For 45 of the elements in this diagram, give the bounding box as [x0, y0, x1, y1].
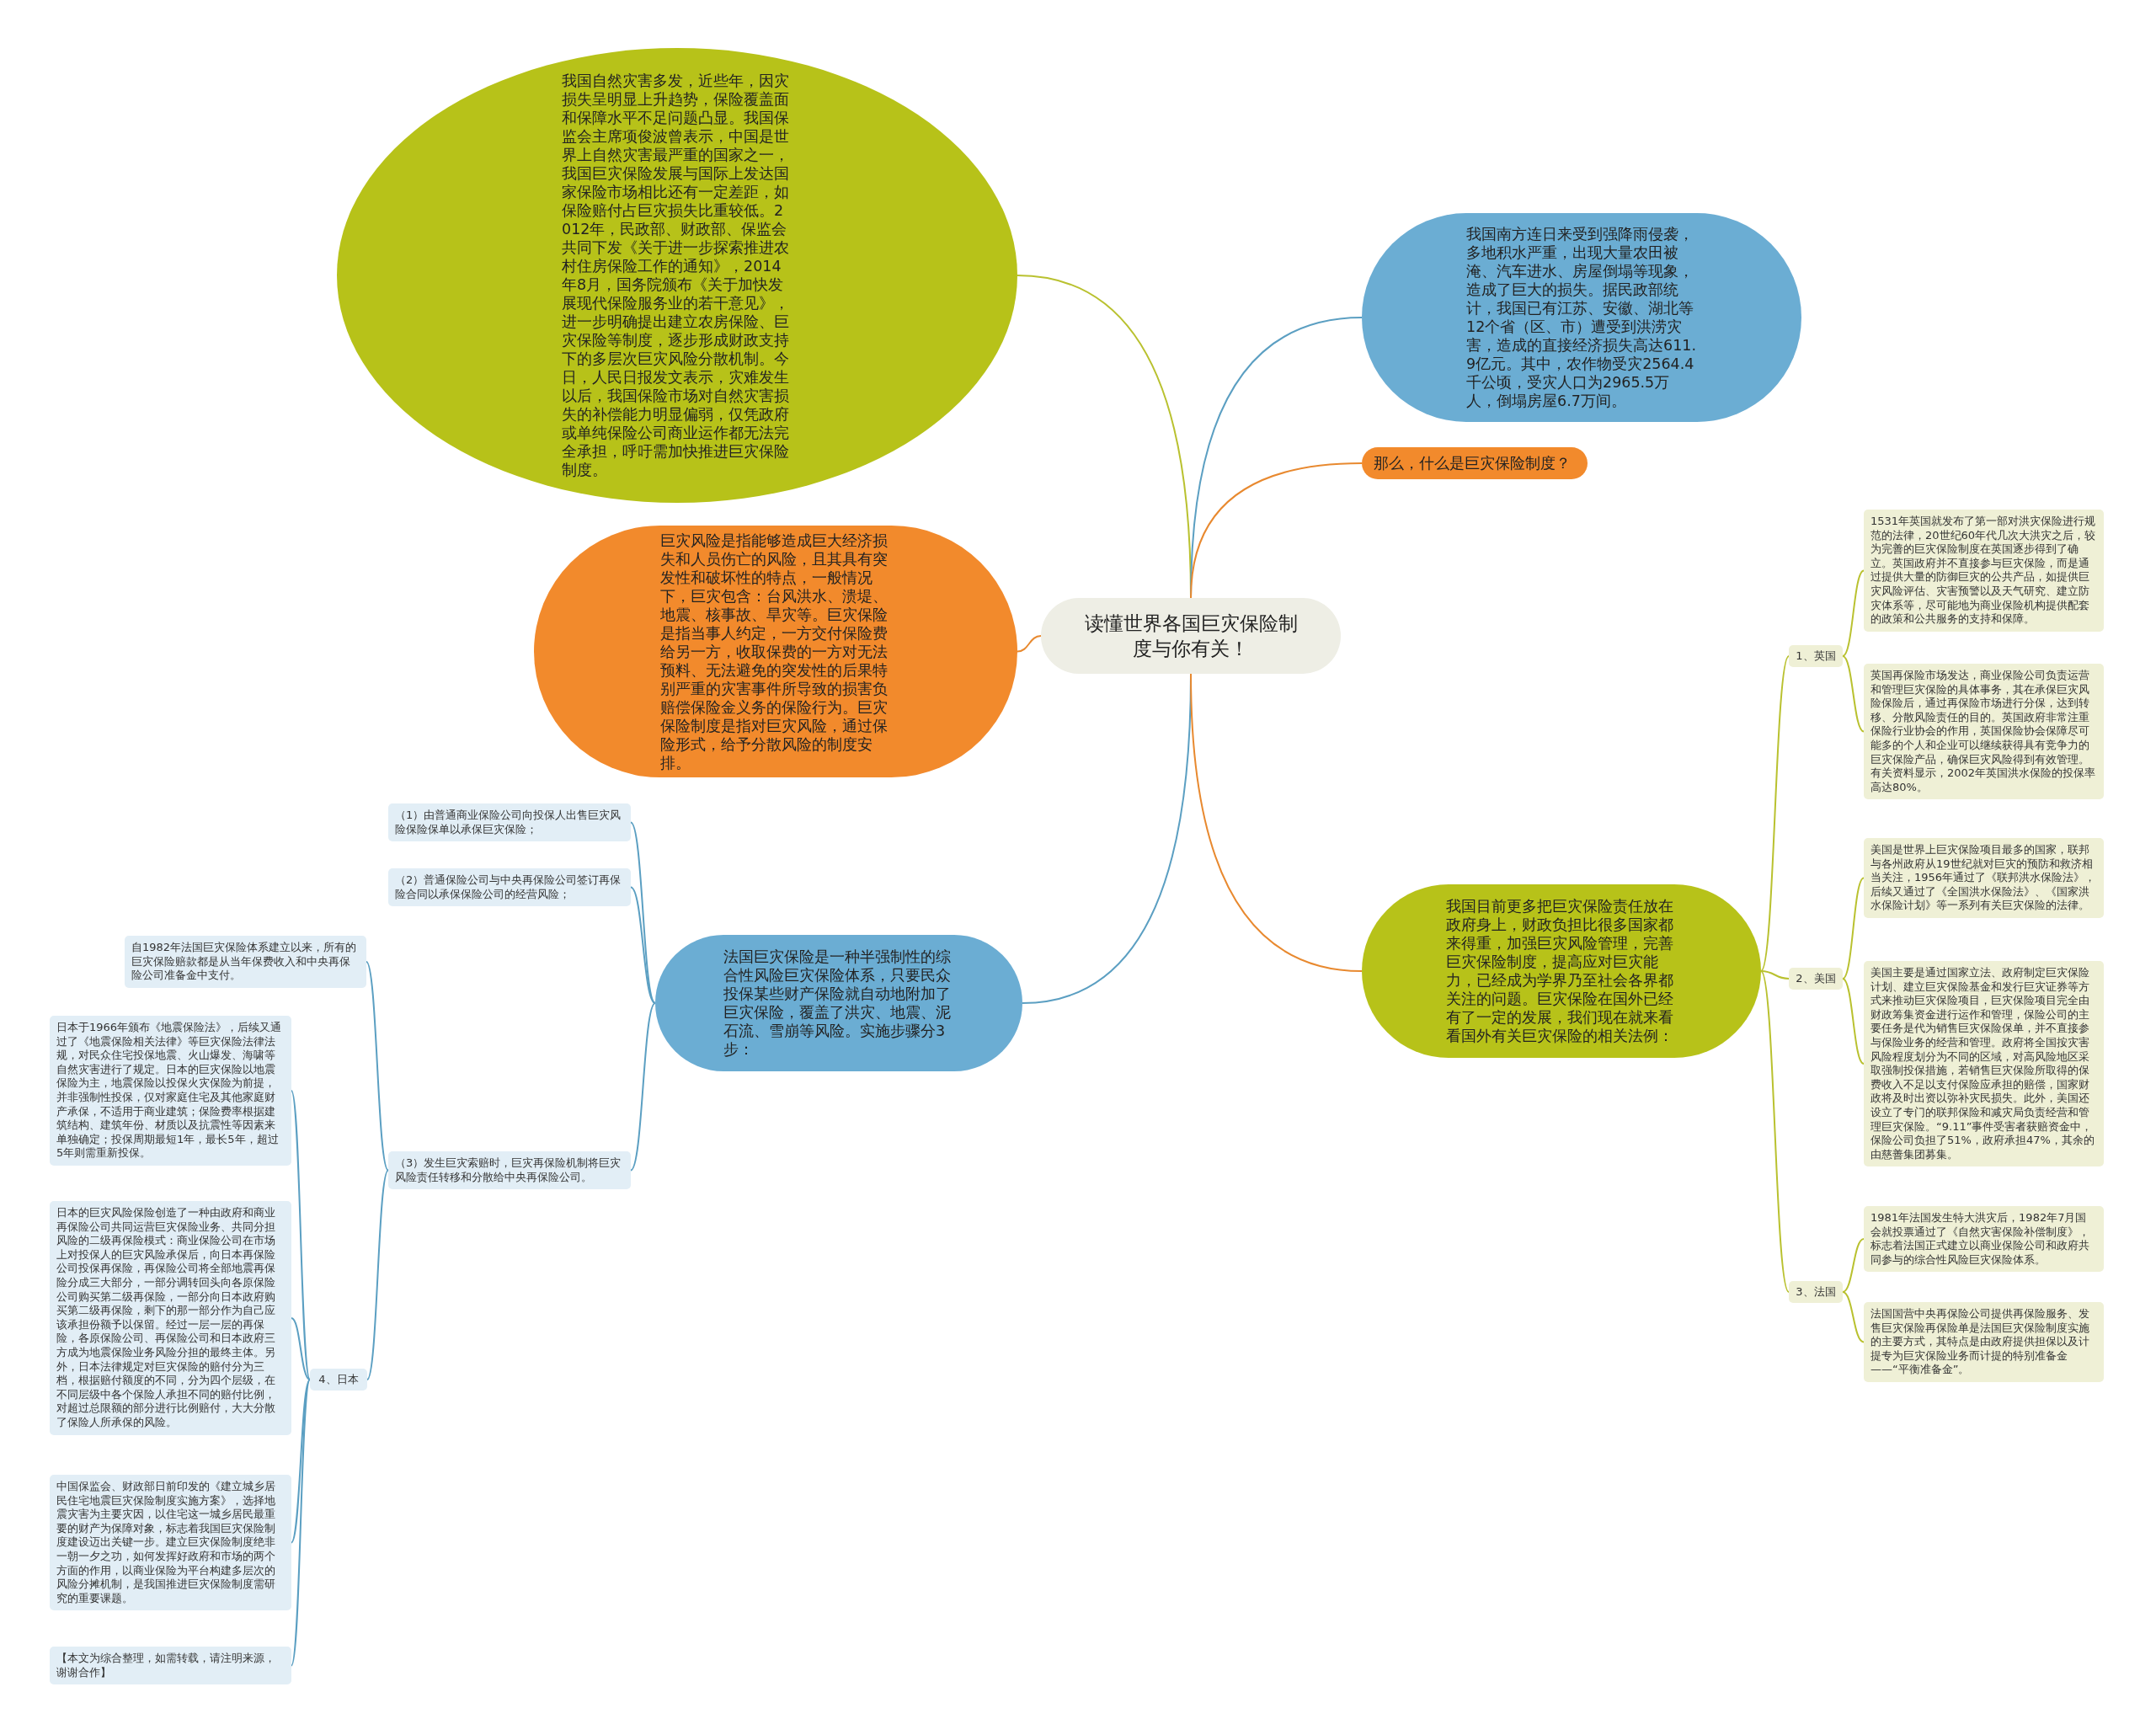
note-box: 1981年法国发生特大洪灾后，1982年7月国会就投票通过了《自然灾害保险补偿制度》，标志着法国正式建立以商业保险公司和政府共同参与的综合性风险巨灾保险体系。: [1864, 1206, 2104, 1273]
topic-bubble: 我国南方连日来受到强降雨侵袭，多地积水严重，出现大量农田被淹、汽车进水、房屋倒塌等现象，造成了巨大的损失。据民政部统计，我国已有江苏、安徽、湖北等12个省（区、市）遭受到洪涝灾害，造成的直接经济损失高达611.9亿元。其中，农作物受灾2564.4千公顷，受灾人口为2965.5万人，倒塌房屋6.7万间。: [1362, 213, 1801, 422]
note-box: 自1982年法国巨灾保险体系建立以来，所有的巨灾保险赔款都是从当年保费收入和中央再保险公司准备金中支付。: [125, 936, 366, 988]
note-box: 法国国营中央再保险公司提供再保险服务、发售巨灾保险再保险单是法国巨灾保险制度实施的主要方式，其特点是由政府提供担保以及计提专为巨灾保险业务而计提的特别准备金——“平衡准备金”。: [1864, 1302, 2104, 1382]
branch-label: 1、英国: [1789, 645, 1843, 667]
connector-line: [630, 886, 656, 1004]
note-box: （3）发生巨灾索赔时，巨灾再保险机制将巨灾风险责任转移和分散给中央再保险公司。: [388, 1151, 631, 1190]
connector-line: [1842, 1291, 1865, 1343]
connector-line: [366, 1169, 389, 1380]
question-bubble: 那么，什么是巨灾保险制度？: [1362, 447, 1588, 479]
connector-line: [1842, 569, 1865, 657]
connector-line: [1842, 978, 1865, 1065]
connector-line: [291, 1090, 311, 1380]
connector-line: [1842, 1238, 1865, 1293]
connector-line: [1842, 877, 1865, 980]
branch-label: 2、美国: [1789, 968, 1843, 990]
connector-line: [1760, 970, 1790, 980]
note-box: 1531年英国就发布了第一部对洪灾保险进行规范的法律，20世纪60年代几次大洪灾之后，较为完善的巨灾保险制度在英国逐步得到了确立。英国政府并不直接参与巨灾保险，而是通过提供大量的防御巨灾的公共产品，如提供巨灾风险评估、灾害预警以及天气研究、建立防灾体系等，尽可能地为商业保险机构提供配套的政策和公共服务的支持和保障。: [1864, 510, 2104, 632]
connector-line: [291, 1379, 311, 1667]
connector-line: [1190, 673, 1363, 972]
connector-line: [291, 1317, 311, 1380]
topic-bubble: 巨灾风险是指能够造成巨大经济损失和人员伤亡的风险，且其具有突发性和破坏性的特点，一般情况下，巨灾包含：台风洪水、溃堤、地震、核事故、旱灾等。巨灾保险是指当事人约定，一方交付保险费给另一方，收取保费的一方对无法预料、无法避免的突发性的后果特别严重的灾害事件所导致的损害负赔偿保险金义务的保险行为。巨灾保险制度是指对巨灾风险，通过保险形式，给予分散风险的制度安排。: [534, 526, 1017, 777]
note-box: 美国是世界上巨灾保险项目最多的国家，联邦与各州政府从19世纪就对巨灾的预防和救济相当关注，1956年通过了《联邦洪水保险法》，后续又通过了《全国洪水保险法》、《国家洪水保险计划》等一系列有关巨灾保险的法律。: [1864, 838, 2104, 918]
connector-line: [291, 1379, 311, 1544]
central-topic: 读懂世界各国巨灾保险制度与你有关！: [1041, 598, 1341, 674]
topic-bubble: 我国自然灾害多发，近些年，因灾损失呈明显上升趋势，保险覆盖面和保障水平不足问题凸显。我国保监会主席项俊波曾表示，中国是世界上自然灾害最严重的国家之一，我国巨灾保险发展与国际上发达国家保险市场相比还有一定差距，如保险赔付占巨灾损失比重较低。2012年，民政部、财政部、保监会共同下发《关于进一步探索推进农村住房保险工作的通知》，2014年8月，国务院颁布《关于加快发展现代保险服务业的若干意见》，进一步明确提出建立农房保险、巨灾保险等制度，逐步形成财政支持下的多层次巨灾风险分散机制。今日，人民日报发文表示，灾难发生以后，我国保险市场对自然灾害损失的补偿能力明显偏弱，仅凭政府或单纯保险公司商业运作都无法完全承担，呼吁需加快推进巨灾保险制度。: [337, 48, 1017, 503]
note-box: 日本于1966年颁布《地震保险法》，后续又通过了《地震保险相关法律》等巨灾保险法律法规，对民众住宅投保地震、火山爆发、海啸等自然灾害进行了规定。日本的巨灾保险以地震保险为主，地震保险以投保火灾保险为前提，并非强制性投保，仅对家庭住宅及其他家庭财产承保，不适用于商业建筑；保险费率根据建筑结构、建筑年份、材质以及抗震性等因素来单独确定；投保周期最短1年，最长5年，超过5年则需重新投保。: [50, 1016, 291, 1166]
connector-line: [366, 961, 389, 1172]
branch-label: 3、法国: [1789, 1281, 1843, 1303]
connector-line: [1760, 655, 1790, 972]
note-box: （1）由普通商业保险公司向投保人出售巨灾风险保险保单以承保巨灾保险；: [388, 803, 631, 842]
note-box: 美国主要是通过国家立法、政府制定巨灾保险计划、建立巨灾保险基金和发行巨灾证券等方式来推动巨灾保险项目，巨灾保险项目完全由财政筹集资金进行运作和管理，保险公司的主要任务是代为销售巨灾保险保单，并不直接参与保险业务的经营和管理。政府将全国按灾害风险程度划分为不同的区域，对高风险地区采取强制投保措施，若销售巨灾保险所取得的保费收入不足以支付保险应承担的赔偿，国家财政将及时出资以弥补灾民损失。此外，美国还设立了专门的联邦保险和减灾局负责经营和管理巨灾保险。“9.11”事件受害者获赔资金中，保险公司负担了51%，政府承担47%，其余的由慈善集团募集。: [1864, 961, 2104, 1167]
note-box: 英国再保险市场发达，商业保险公司负责运营和管理巨灾保险的具体事务，其在承保巨灾风险保险后，通过再保险市场进行分保，达到转移、分散风险责任的目的。英国政府非常注重保险行业协会的作用，英国保险协会保障尽可能多的个人和企业可以继续获得具有竞争力的巨灾保险产品，确保巨灾风险得到有效管理。有关资料显示，2002年英国洪水保险的投保率高达80%。: [1864, 664, 2104, 800]
connector-line: [1190, 462, 1363, 599]
note-box: 中国保监会、财政部日前印发的《建立城乡居民住宅地震巨灾保险制度实施方案》，选择地震灾害为主要灾因，以住宅这一城乡居民最重要的财产为保障对象，标志着我国巨灾保险制度建设迈出关键一步。建立巨灾保险制度绝非一朝一夕之功，如何发挥好政府和市场的两个方面的作用，以商业保险为平台构建多层次的风险分摊机制，是我国推进巨灾保险制度需研究的重要课题。: [50, 1475, 291, 1611]
connector-line: [1760, 970, 1790, 1293]
connector-line: [630, 1002, 656, 1172]
connector-line: [1842, 655, 1865, 733]
note-box: 【本文为综合整理，如需转载，请注明来源，谢谢合作】: [50, 1647, 291, 1685]
note-box: 日本的巨灾风险保险创造了一种由政府和商业再保险公司共同运营巨灾保险业务、共同分担风险的二级再保险模式：商业保险公司在市场上对投保人的巨灾风险承保后，向日本再保险公司投保再保险，再保险公司将全部地震再保险分成三大部分，一部分调转回头向各原保险公司购买第二级再保险，一部分向日本政府购买第二级再保险，剩下的那一部分作为自己应该承担份额予以保留。经过一层一层的再保险，各原保险公司、再保险公司和日本政府三方成为地震保险业务风险分担的最终主体。另外，日本法律规定对巨灾保险的赔付分为三档，根据赔付额度的不同，分为四个层级，在不同层级中各个保险人承担不同的赔付比例，对超过总限额的部分进行比例赔付，大大分散了保险人所承保的风险。: [50, 1201, 291, 1435]
connector-line: [1017, 635, 1042, 653]
branch-label: 4、日本: [310, 1369, 367, 1391]
topic-bubble: 法国巨灾保险是一种半强制性的综合性风险巨灾保险体系，只要民众投保某些财产保险就自动地附加了巨灾保险，覆盖了洪灾、地震、泥石流、雪崩等风险。实施步骤分3步：: [655, 935, 1022, 1071]
topic-bubble: 我国目前更多把巨灾保险责任放在政府身上，财政负担比很多国家都来得重，加强巨灾风险管理，完善巨灾保险制度，提高应对巨灾能力，已经成为学界乃至社会各界都关注的问题。巨灾保险在国外已经有了一定的发展，我们现在就来看看国外有关巨灾保险的相关法例：: [1362, 884, 1761, 1058]
note-box: （2）普通保险公司与中央再保险公司签订再保险合同以承保保险公司的经营风险；: [388, 868, 631, 907]
